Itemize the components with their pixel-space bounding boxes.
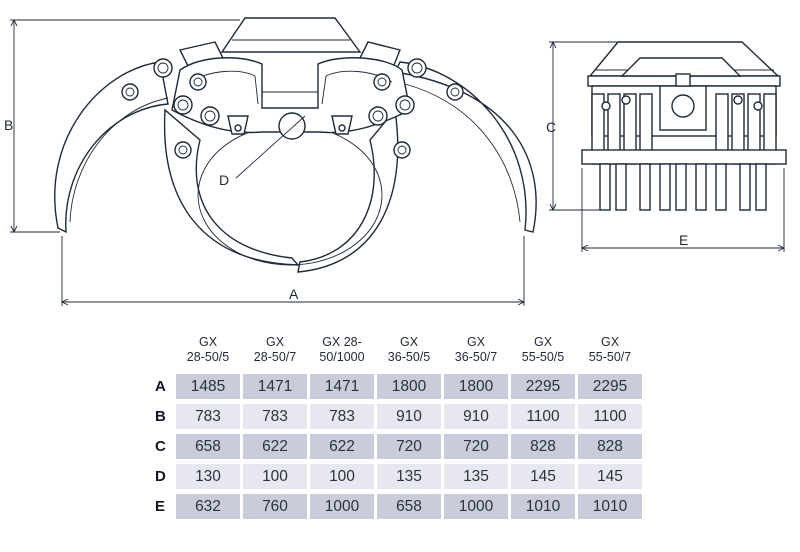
dimension-label-b: B [4, 117, 13, 133]
table-cell: 720 [377, 434, 441, 459]
grapple-technical-drawing: D B A [4, 17, 787, 306]
right-outer-tine [393, 61, 537, 233]
table-cell: 1100 [511, 404, 575, 429]
table-cell: 828 [511, 434, 575, 459]
table-cell: 783 [176, 404, 240, 429]
table-cell: 783 [243, 404, 307, 429]
table-cell: 135 [444, 464, 508, 489]
table-cell: 100 [310, 464, 374, 489]
table-cell: 2295 [511, 374, 575, 399]
table-row: E 632 760 1000 658 1000 1010 1010 [155, 494, 642, 519]
dimension-e: E [580, 168, 786, 252]
dimension-label-a: A [289, 286, 299, 302]
dimension-b: B [4, 18, 240, 234]
table-cell: 760 [243, 494, 307, 519]
table-cell: 828 [578, 434, 642, 459]
table-cell: 783 [310, 404, 374, 429]
table-cell: 658 [377, 494, 441, 519]
dimension-a: A [60, 236, 526, 306]
row-label: E [155, 498, 166, 515]
dimension-label-c: C [546, 119, 556, 135]
table-corner [155, 335, 173, 369]
row-label: C [155, 438, 166, 455]
table-row: D 130 100 100 135 135 145 145 [155, 464, 642, 489]
table-cell: 632 [176, 494, 240, 519]
right-inner-jaw [297, 108, 399, 273]
table-cell: 720 [444, 434, 508, 459]
table-cell: 658 [176, 434, 240, 459]
table-cell: 100 [243, 464, 307, 489]
column-header: GX 28-50/1000 [319, 335, 365, 364]
dimension-c: C [546, 40, 620, 212]
table-cell: 135 [377, 464, 441, 489]
table-cell: 145 [578, 464, 642, 489]
table-row: A 1485 1471 1471 1800 1800 2295 2295 [155, 374, 642, 399]
rotator-housing [220, 17, 362, 53]
table-cell: 1000 [444, 494, 508, 519]
row-label: D [155, 468, 166, 485]
table-cell: 910 [377, 404, 441, 429]
table-cell: 130 [176, 464, 240, 489]
table-cell: 145 [511, 464, 575, 489]
row-label: A [155, 378, 166, 395]
row-label: B [155, 408, 166, 425]
table-cell: 622 [310, 434, 374, 459]
table-cell: 1800 [377, 374, 441, 399]
front-view: D B A [4, 17, 537, 306]
dimension-label-e: E [679, 232, 688, 248]
side-tines [599, 163, 767, 211]
dimension-label-d: D [219, 172, 229, 188]
table-cell: 1100 [578, 404, 642, 429]
table-cell: 1800 [444, 374, 508, 399]
left-outer-tine [54, 61, 169, 234]
table-cell: 622 [243, 434, 307, 459]
table-row: B 783 783 783 910 910 1100 1100 [155, 404, 642, 429]
table-cell: 1010 [511, 494, 575, 519]
table-cell: 1471 [243, 374, 307, 399]
table-cell: 2295 [578, 374, 642, 399]
table-cell: 1010 [578, 494, 642, 519]
table-cell: 1485 [176, 374, 240, 399]
side-view: C E [546, 40, 787, 252]
pivot-pins [121, 58, 464, 159]
table-row: C 658 622 622 720 720 828 828 [155, 434, 642, 459]
table-cell: 1000 [310, 494, 374, 519]
table-cell: 910 [444, 404, 508, 429]
table-cell: 1471 [310, 374, 374, 399]
